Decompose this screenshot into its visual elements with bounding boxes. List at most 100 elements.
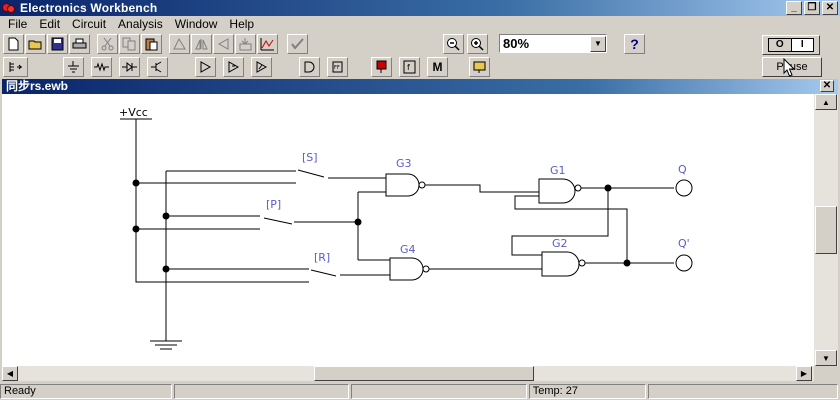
ground-symbol (150, 340, 182, 350)
graph-icon (260, 38, 274, 51)
junction-dot (354, 218, 362, 226)
create-subcircuit-button[interactable] (257, 34, 278, 54)
circuit-canvas[interactable]: +Vcc [S] [P] [R] G3 G4 G1 G2 Q Q' (2, 94, 814, 366)
help-button[interactable]: ? (624, 34, 645, 54)
menu-help[interactable]: Help (229, 17, 255, 31)
q-to-g2-wire (511, 188, 609, 256)
app-title-bar[interactable]: Electronics Workbench _ ❐ ✕ (0, 0, 840, 16)
svg-text:FF: FF (334, 65, 340, 71)
svg-text:f: f (407, 63, 410, 72)
basic-bin-button[interactable] (91, 57, 112, 77)
instruments-bin-button[interactable] (469, 57, 490, 77)
zoom-level-select[interactable]: 80% ▼ (499, 34, 607, 53)
gate-g1-label: G1 (550, 164, 566, 177)
qbar-output-terminal[interactable] (675, 254, 693, 272)
document-close-button[interactable]: ✕ (820, 80, 834, 92)
save-button[interactable] (47, 34, 68, 54)
sources-bin-button[interactable] (63, 57, 84, 77)
gate-g2-bubble (578, 259, 586, 267)
flip-vertical-button[interactable] (213, 34, 234, 54)
menu-file[interactable]: File (8, 17, 28, 31)
vertical-scroll-thumb[interactable] (815, 206, 837, 254)
new-file-icon (8, 37, 19, 51)
menu-edit[interactable]: Edit (39, 17, 61, 31)
open-file-button[interactable] (25, 34, 46, 54)
scroll-up-arrow-icon[interactable]: ▲ (815, 94, 837, 110)
g3-to-g1-wire (425, 184, 539, 193)
print-button[interactable] (69, 34, 90, 54)
zoom-out-button[interactable] (443, 34, 464, 54)
circuit-schematic: +Vcc [S] [P] [R] G3 G4 G1 G2 Q Q' (119, 106, 693, 350)
junction-dot (604, 184, 612, 192)
zoom-in-button[interactable] (467, 34, 488, 54)
gate-g4-label: G4 (400, 243, 416, 256)
junction-dot (162, 212, 170, 220)
transistors-bin-button[interactable] (147, 57, 168, 77)
scroll-down-arrow-icon[interactable]: ▼ (815, 350, 837, 366)
gate-g2-symbol (541, 251, 580, 277)
power-switch[interactable]: O I (762, 35, 820, 55)
rotate-button[interactable] (169, 34, 190, 54)
mixed-ics-bin-button[interactable] (223, 57, 244, 77)
chevron-down-icon[interactable]: ▼ (590, 35, 606, 52)
switch-s-label: [S] (302, 151, 318, 164)
zoom-out-icon (447, 38, 460, 51)
logic-gates-bin-button[interactable] (299, 57, 320, 77)
copy-button[interactable] (119, 34, 140, 54)
minimize-button[interactable]: _ (786, 1, 802, 15)
cut-button[interactable] (97, 34, 118, 54)
flip-horizontal-icon (195, 39, 208, 50)
restore-button[interactable]: ❐ (804, 1, 820, 15)
analysis-graphs-button[interactable] (287, 34, 308, 54)
mouse-cursor-icon (783, 58, 796, 77)
zoom-value: 80% (503, 36, 530, 51)
diodes-bin-button[interactable] (119, 57, 140, 77)
vertical-scrollbar[interactable]: ▲ ▼ (814, 94, 838, 366)
digital-ics-bin-button[interactable] (251, 57, 272, 77)
gate-g1-symbol (538, 178, 576, 204)
diode-icon (122, 61, 137, 73)
parts-bin-favorites-button[interactable] (3, 57, 28, 77)
scroll-left-arrow-icon[interactable]: ◀ (2, 366, 18, 381)
standard-toolbar: 80% ▼ ? (0, 33, 760, 55)
menu-window[interactable]: Window (174, 17, 218, 31)
power-on-label: I (790, 39, 813, 51)
app-title: Electronics Workbench (20, 1, 158, 15)
gate-g4-symbol (389, 257, 424, 281)
size-grip[interactable] (814, 366, 838, 381)
document-title-bar[interactable]: 同步rs.ewb ✕ (2, 79, 838, 94)
status-panel-5 (648, 384, 839, 399)
horizontal-scrollbar[interactable]: ◀ ▶ (2, 366, 814, 381)
status-ready: Ready (0, 384, 172, 399)
paste-button[interactable] (141, 34, 162, 54)
close-button[interactable]: ✕ (822, 1, 838, 15)
clipboard-icon (145, 38, 158, 51)
instrument-icon (473, 61, 486, 73)
scroll-right-arrow-icon[interactable]: ▶ (796, 366, 812, 381)
indicators-bin-button[interactable] (371, 57, 392, 77)
status-bar: Ready Temp: 27 (0, 383, 840, 400)
status-panel-2 (173, 384, 350, 399)
controls-bin-button[interactable]: f (399, 57, 420, 77)
bin-menu-icon (9, 62, 22, 72)
miscellaneous-bin-button[interactable]: M (427, 57, 448, 77)
menu-circuit[interactable]: Circuit (72, 17, 107, 31)
component-properties-button[interactable] (235, 34, 256, 54)
digital-bin-button[interactable]: FF (327, 57, 348, 77)
flip-horizontal-button[interactable] (191, 34, 212, 54)
power-off-label: O (775, 39, 784, 50)
new-file-button[interactable] (3, 34, 24, 54)
scissors-icon (101, 37, 114, 51)
gate-g3-label: G3 (396, 157, 412, 170)
analog-ics-bin-button[interactable] (195, 57, 216, 77)
switch-p-blade (263, 217, 293, 225)
q-output-terminal[interactable] (675, 179, 693, 197)
component-properties-icon (239, 38, 252, 51)
mixed-ic-icon (228, 61, 240, 73)
ground-source-icon (68, 61, 79, 73)
copy-icon (122, 37, 136, 51)
horizontal-scroll-thumb[interactable] (314, 366, 534, 381)
menu-analysis[interactable]: Analysis (118, 17, 163, 31)
document-title: 同步rs.ewb (6, 79, 69, 93)
junction-dot (623, 259, 631, 267)
